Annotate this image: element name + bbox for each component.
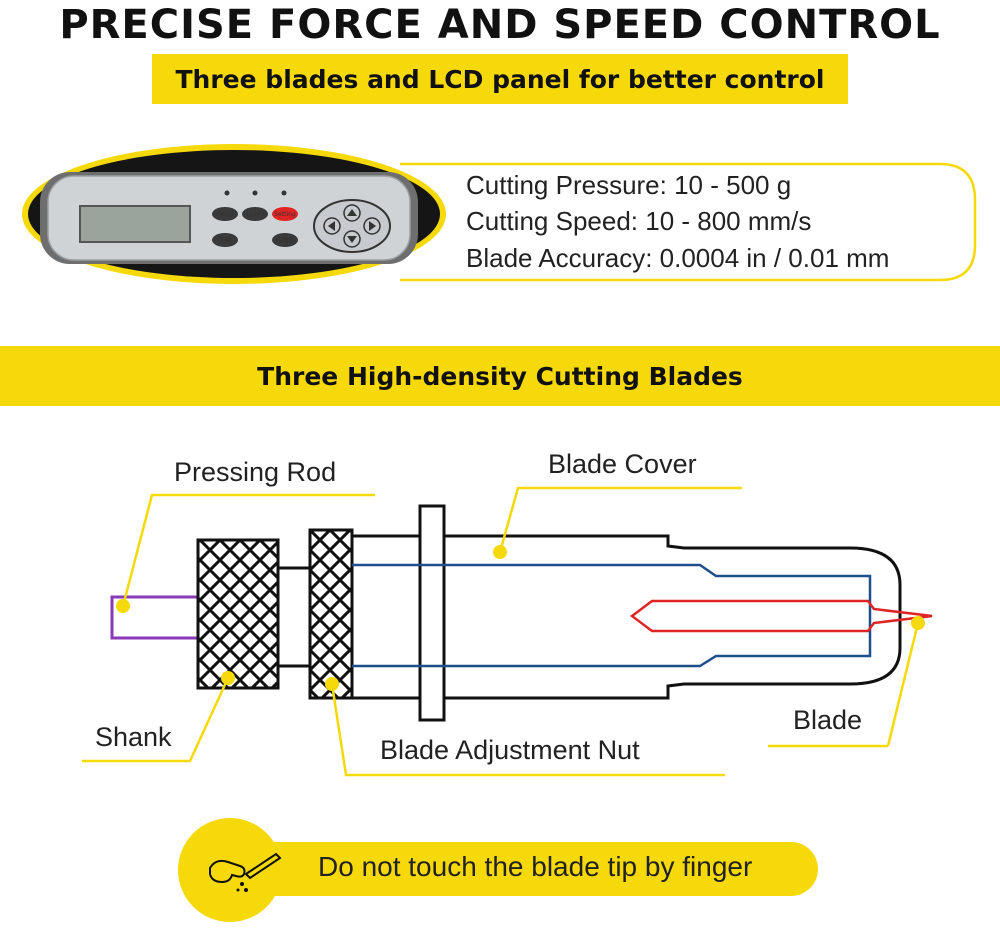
origin-button[interactable]: Origin bbox=[272, 233, 298, 247]
subtitle-banner: Three blades and LCD panel for better co… bbox=[152, 54, 848, 104]
arrow-right-icon bbox=[369, 221, 376, 231]
setting-button[interactable]: Setting bbox=[272, 207, 298, 221]
setting-button-label: Setting bbox=[274, 211, 296, 218]
arrow-up-icon bbox=[347, 209, 357, 216]
spec-blade-accuracy: Blade Accuracy: 0.0004 in / 0.01 mm bbox=[466, 243, 890, 273]
blade bbox=[629, 599, 933, 633]
test-button[interactable]: Test bbox=[212, 233, 238, 247]
label-blade-cover: Blade Cover bbox=[548, 449, 697, 479]
control-panel-illustration: Reset Leave Setting Test Origin bbox=[22, 144, 977, 284]
warning-icon-badge bbox=[178, 818, 282, 922]
leave-button-label: Leave bbox=[246, 211, 264, 218]
shank-connector bbox=[276, 566, 312, 668]
warning-banner bbox=[178, 842, 818, 896]
reset-button-label: Reset bbox=[217, 211, 234, 218]
arrow-left-icon bbox=[328, 221, 335, 231]
origin-button-label: Origin bbox=[276, 237, 294, 244]
spec-cutting-pressure: Cutting Pressure: 10 - 500 g bbox=[466, 170, 792, 200]
blade-diagram bbox=[82, 486, 933, 777]
label-blade-adjustment-nut: Blade Adjustment Nut bbox=[380, 735, 640, 765]
blade-adjustment-nut bbox=[308, 528, 354, 700]
label-pressing-rod: Pressing Rod bbox=[174, 457, 337, 487]
section-banner: Three High-density Cutting Blades bbox=[0, 346, 1000, 406]
callout-lines bbox=[82, 486, 920, 777]
spec-cutting-speed: Cutting Speed: 10 - 800 mm/s bbox=[466, 206, 812, 236]
leave-button[interactable]: Leave bbox=[242, 207, 268, 221]
label-shank: Shank bbox=[95, 722, 172, 752]
finger-blade-warning-icon bbox=[209, 852, 282, 892]
subtitle-text: Three blades and LCD panel for better co… bbox=[175, 64, 825, 94]
label-blade: Blade bbox=[793, 705, 863, 735]
arrow-down-icon bbox=[347, 236, 357, 243]
callout-dots bbox=[116, 545, 925, 691]
indicator-led bbox=[224, 190, 230, 196]
shank bbox=[196, 538, 280, 690]
spec-callout-frame bbox=[400, 162, 977, 282]
section-title: Three High-density Cutting Blades bbox=[257, 361, 743, 391]
warning-text: Do not touch the blade tip by finger bbox=[318, 851, 753, 882]
direction-pad[interactable] bbox=[313, 199, 391, 253]
blade-cover-collar bbox=[418, 504, 446, 722]
test-button-label: Test bbox=[218, 237, 231, 244]
indicator-led bbox=[252, 190, 258, 196]
reset-button[interactable]: Reset bbox=[212, 207, 238, 221]
indicator-led bbox=[281, 190, 287, 196]
page-title: PRECISE FORCE AND SPEED CONTROL bbox=[59, 2, 941, 48]
lcd-screen bbox=[79, 205, 191, 243]
inner-sleeve bbox=[352, 563, 872, 668]
